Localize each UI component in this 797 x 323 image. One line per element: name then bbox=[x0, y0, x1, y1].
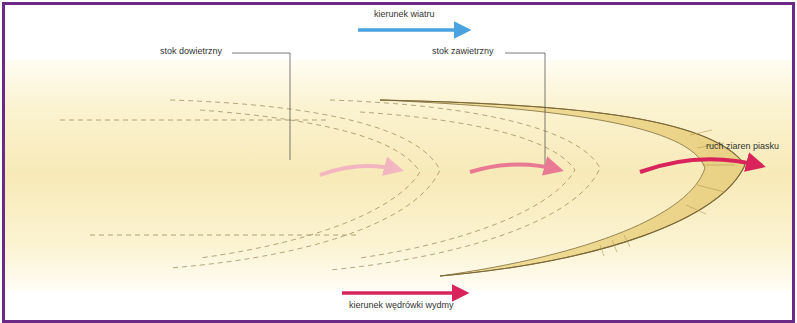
arrow-label: ruch ziaren piasku bbox=[706, 142, 779, 152]
callout-label: stok dowietrzny bbox=[160, 47, 222, 57]
wind-label: kierunek wiatru bbox=[374, 10, 435, 20]
callout-label: stok zawietrzny bbox=[432, 47, 494, 57]
arrow-label: kierunek wędrówki wydmy bbox=[349, 301, 454, 311]
